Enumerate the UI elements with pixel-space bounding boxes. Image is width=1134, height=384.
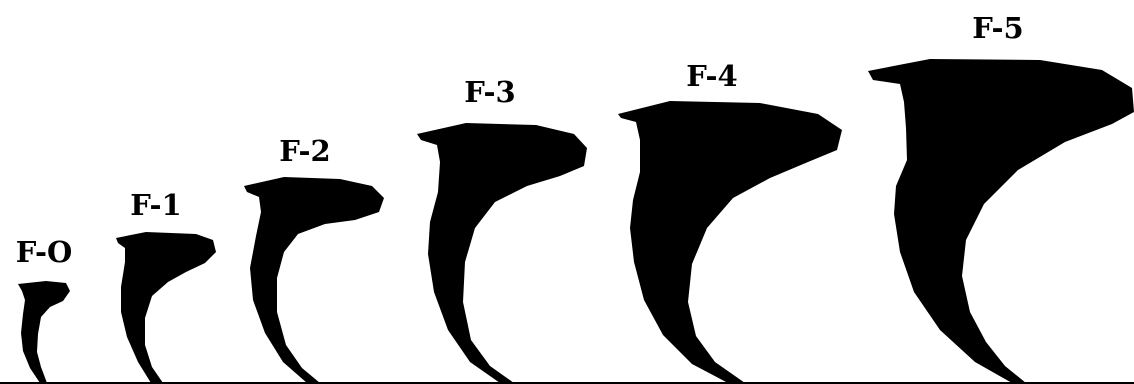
- funnel-f0: [18, 281, 70, 383]
- label-f3: F-3: [464, 75, 516, 109]
- tornado-f4: F-4: [618, 59, 842, 383]
- funnel-f5: [868, 59, 1134, 383]
- funnel-f3: [417, 123, 587, 383]
- label-f2: F-2: [279, 134, 331, 168]
- label-f0: F-O: [16, 235, 73, 269]
- tornado-f0: F-O: [16, 235, 73, 383]
- tornado-f5: F-5: [868, 11, 1134, 383]
- funnel-f4: [618, 101, 842, 383]
- funnel-f1: [116, 232, 216, 383]
- funnel-f2: [244, 177, 384, 383]
- tornado-f1: F-1: [116, 188, 216, 383]
- label-f5: F-5: [972, 11, 1024, 45]
- label-f4: F-4: [686, 59, 738, 93]
- label-f1: F-1: [130, 188, 182, 222]
- tornado-f3: F-3: [417, 75, 587, 383]
- tornado-f2: F-2: [244, 134, 384, 383]
